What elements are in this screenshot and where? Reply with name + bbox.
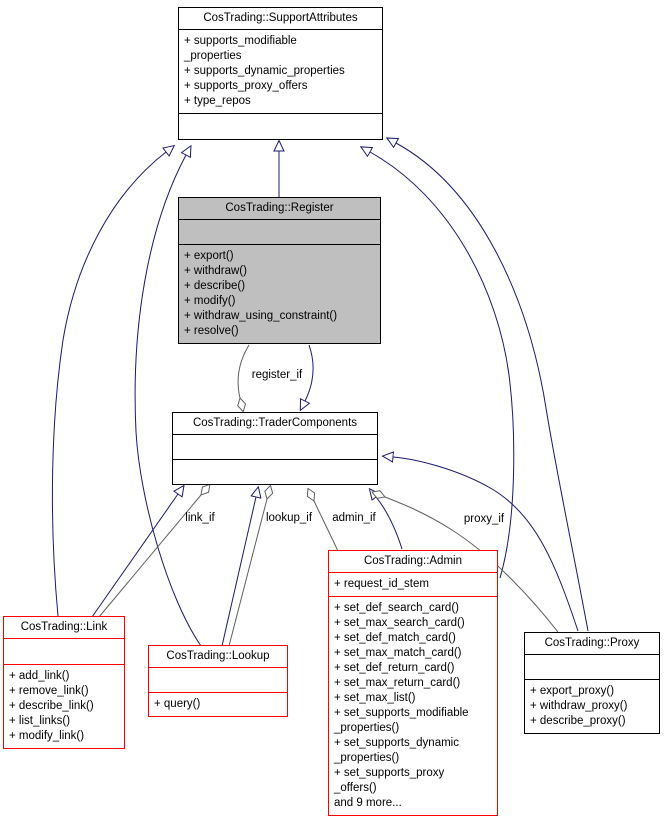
class-title[interactable]: CosTrading::Admin <box>363 555 462 567</box>
method-item: + export_proxy() <box>530 685 615 697</box>
class-title[interactable]: CosTrading::Register <box>225 202 334 214</box>
method-item: + modify() <box>184 295 236 307</box>
class-node-proxy[interactable]: CosTrading::Proxy + export_proxy() + wit… <box>524 632 660 734</box>
methods-section: + set_def_search_card() + set_max_search… <box>329 596 497 815</box>
edge-label-lookup-if: lookup_if <box>265 512 313 524</box>
edge-admin-inherits-tradercomponents <box>376 497 403 550</box>
attribute-item: + supports_proxy_offers <box>184 80 308 92</box>
methods-section: + add_link() + remove_link() + describe_… <box>4 664 124 748</box>
class-title[interactable]: CosTrading::Proxy <box>544 637 640 649</box>
class-node-register[interactable]: CosTrading::Register + export() + withdr… <box>178 197 381 344</box>
attributes-section <box>525 654 659 679</box>
method-item: + set_def_match_card() <box>334 632 456 644</box>
class-node-lookup[interactable]: CosTrading::Lookup + query() <box>148 645 288 717</box>
class-title[interactable]: CosTrading::Link <box>20 621 108 633</box>
class-node-link[interactable]: CosTrading::Link + add_link() + remove_l… <box>3 616 125 749</box>
methods-section <box>173 459 377 484</box>
edge-member-lookup-if <box>228 499 267 647</box>
attribute-item: _properties <box>184 50 242 62</box>
edge-member-link-if <box>98 495 201 618</box>
method-item: + set_max_return_card() <box>334 677 461 689</box>
methods-section <box>179 113 382 139</box>
edge-lookup-inherits-tradercomponents <box>221 497 256 647</box>
edge-admin-inherits-supportattributes <box>370 152 515 579</box>
edge-label-link-if: link_if <box>185 512 215 524</box>
class-node-supportattributes[interactable]: CosTrading::SupportAttributes + supports… <box>178 7 383 140</box>
method-item: _properties() <box>334 752 400 764</box>
edge-member-proxy-if <box>385 497 559 633</box>
edge-label-register-if: register_if <box>251 369 303 381</box>
class-title[interactable]: CosTrading::Lookup <box>166 650 270 662</box>
method-item: + set_max_search_card() <box>334 617 465 629</box>
class-node-admin[interactable]: CosTrading::Admin + request_id_stem + se… <box>328 550 498 816</box>
edge-link-inherits-tradercomponents <box>91 494 178 618</box>
method-item: + set_max_match_card() <box>334 647 462 659</box>
edge-label-proxy-if: proxy_if <box>463 513 505 525</box>
method-item: + remove_link() <box>9 685 89 697</box>
method-item: + resolve() <box>184 325 239 337</box>
method-item: _properties() <box>334 722 400 734</box>
edge-member-register-if <box>238 344 250 398</box>
method-item: + modify_link() <box>9 730 85 742</box>
method-item: + withdraw_using_constraint() <box>184 310 338 322</box>
method-item: + set_def_return_card() <box>334 662 455 674</box>
class-title[interactable]: CosTrading::TraderComponents <box>192 417 358 429</box>
attribute-item: + supports_modifiable <box>184 35 297 47</box>
method-item: + describe() <box>184 280 246 292</box>
attribute-item: + request_id_stem <box>334 578 429 590</box>
edge-lookup-inherits-supportattributes <box>134 155 202 647</box>
edge-member-admin-if <box>314 501 339 552</box>
attributes-section <box>149 667 287 692</box>
attributes-section: + supports_modifiable _properties + supp… <box>179 29 382 113</box>
edge-label-admin-if: admin_if <box>332 512 376 524</box>
method-item: + withdraw_proxy() <box>530 700 628 712</box>
method-item-more: and 9 more... <box>334 797 402 809</box>
edge-register-inherits-tradercomponents <box>305 344 314 401</box>
method-item: + add_link() <box>9 670 70 682</box>
method-item: _offers() <box>334 782 377 794</box>
attributes-section <box>179 219 380 244</box>
attributes-section: + request_id_stem <box>329 572 497 596</box>
methods-section: + export() + withdraw() + describe() + m… <box>179 244 380 343</box>
attribute-item: + supports_dynamic_properties <box>184 65 345 77</box>
method-item: + set_max_list() <box>334 692 416 704</box>
edge-proxy-inherits-tradercomponents <box>393 457 579 632</box>
method-item: + query() <box>154 698 201 710</box>
class-node-tradercomponents[interactable]: CosTrading::TraderComponents <box>172 412 378 485</box>
method-item: + withdraw() <box>184 265 247 277</box>
attributes-section <box>173 434 377 459</box>
method-item: + list_links() <box>9 715 71 727</box>
attribute-item: + type_repos <box>184 95 251 107</box>
method-item: + set_supports_proxy <box>334 767 445 779</box>
attributes-section <box>4 638 124 664</box>
methods-section: + query() <box>149 692 287 716</box>
edge-proxy-inherits-supportattributes <box>396 143 589 632</box>
method-item: + export() <box>184 250 234 262</box>
class-title[interactable]: CosTrading::SupportAttributes <box>203 12 358 24</box>
methods-section: + export_proxy() + withdraw_proxy() + de… <box>525 679 659 733</box>
method-item: + set_def_search_card() <box>334 602 459 614</box>
method-item: + describe_link() <box>9 700 94 712</box>
method-item: + set_supports_dynamic <box>334 737 459 749</box>
edge-link-inherits-supportattributes <box>51 152 166 617</box>
method-item: + describe_proxy() <box>530 715 626 727</box>
method-item: + set_supports_modifiable <box>334 707 469 719</box>
